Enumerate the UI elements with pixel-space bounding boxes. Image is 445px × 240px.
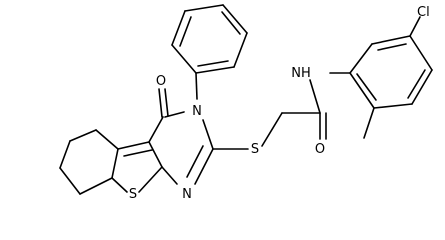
bond [373, 103, 413, 109]
bond [409, 35, 433, 71]
chlorine-atom-label: Cl [417, 5, 430, 20]
bond [363, 107, 375, 139]
bond [148, 116, 164, 143]
bond [138, 166, 163, 193]
bond [171, 44, 197, 74]
bond [261, 112, 283, 147]
bond [371, 35, 411, 45]
nitrogen-1-label: N [182, 187, 192, 202]
bond [59, 140, 71, 169]
bond [202, 119, 214, 150]
bond [164, 88, 169, 117]
ring-oxygen-label: O [156, 74, 166, 89]
bond [194, 148, 214, 185]
bond [233, 32, 248, 68]
bond [222, 4, 248, 34]
bond [59, 167, 81, 195]
bond [411, 69, 433, 105]
bond [221, 11, 241, 35]
bond [79, 177, 113, 195]
bond [171, 10, 186, 46]
bond [197, 60, 229, 67]
bond [117, 141, 150, 150]
bond [179, 16, 192, 47]
molecule-diagram: Cl NH O O N N S S [59, 4, 433, 202]
amide-oxygen-label: O [315, 142, 325, 157]
bond [195, 72, 198, 100]
bond [309, 79, 321, 114]
thioether-sulfur-label: S [251, 142, 259, 157]
bond [184, 4, 224, 12]
bond [407, 69, 426, 99]
bond [186, 145, 204, 178]
amide-nh-label: NH [291, 66, 311, 81]
bond [349, 43, 373, 74]
bond [148, 141, 163, 168]
thiophene-sulfur-label: S [129, 187, 137, 202]
bond [111, 177, 128, 193]
bond [195, 66, 235, 74]
bond [349, 72, 375, 109]
bond [111, 148, 119, 179]
bond [161, 166, 178, 185]
nitrogen-3-label: N [192, 104, 202, 119]
bond [95, 129, 119, 150]
bond [69, 129, 97, 142]
bond [409, 16, 421, 37]
bonds [59, 4, 433, 195]
bond [123, 149, 153, 157]
bond [158, 88, 163, 118]
atom-labels: Cl NH O O N N S S [129, 5, 430, 202]
bond [377, 43, 407, 51]
bond [356, 73, 377, 101]
